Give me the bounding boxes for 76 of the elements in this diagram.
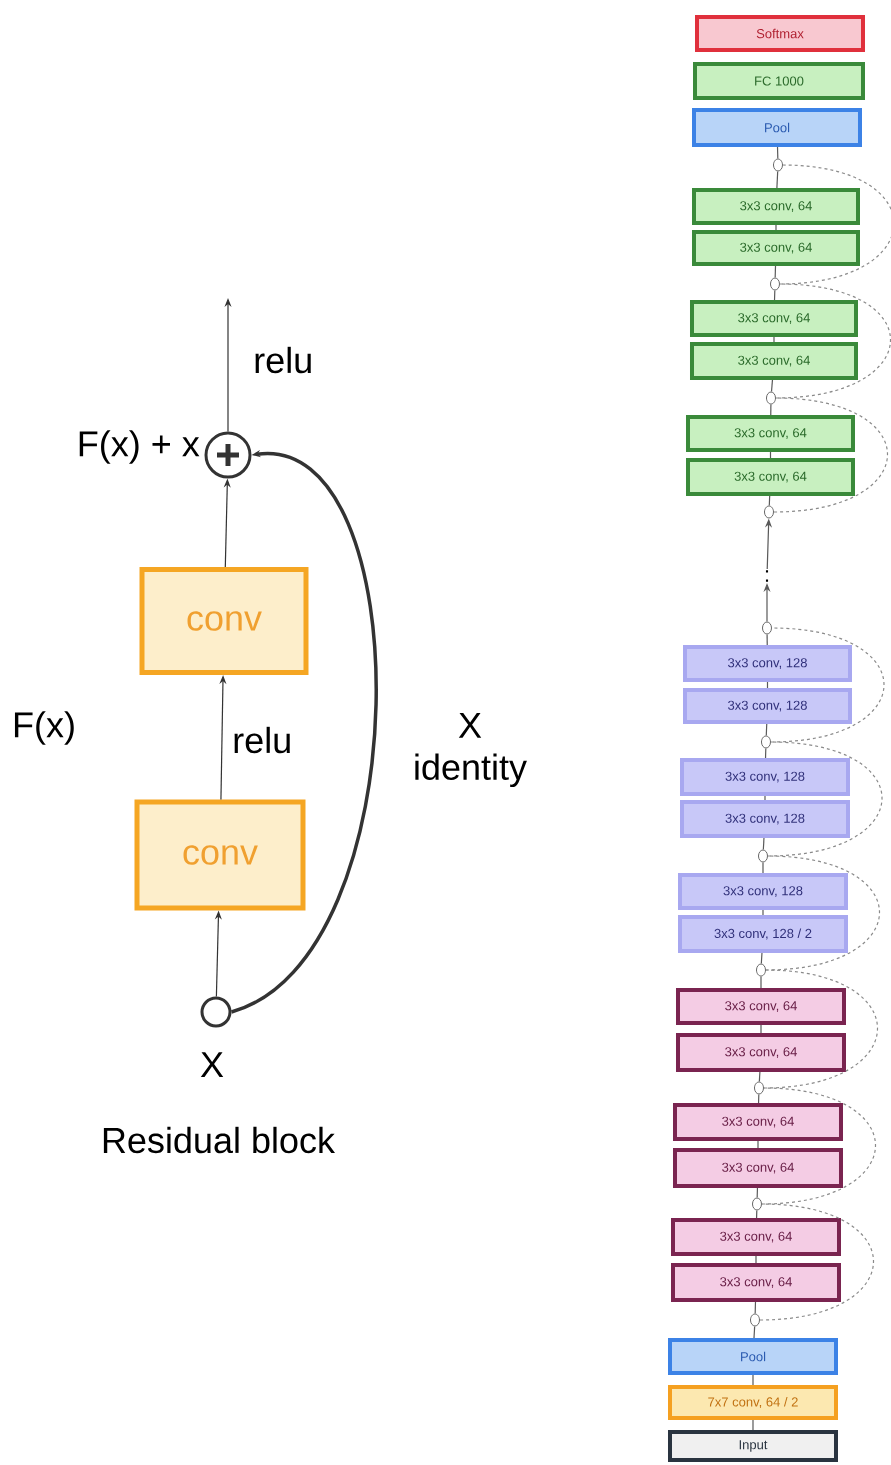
connector-line [760,975,762,989]
node-caption: X [200,1052,224,1077]
connector-line [776,146,779,160]
edge-label: X identity [415,712,527,788]
layer-box: 3x3 conv, 64 [673,1103,843,1141]
layer-box: Pool [668,1338,838,1375]
connector-line [765,723,768,737]
connector-line [768,495,771,507]
connector-line [770,403,772,416]
layer-box: Pool [692,108,862,147]
connector-line [762,837,765,851]
layer-box: 3x3 conv, 128 [680,800,850,838]
node-caption: F(x) + x [79,430,200,464]
connector-line [757,1093,760,1104]
connector-line [779,164,891,285]
layer-box: 3x3 conv, 64 [690,300,858,337]
connector-line [761,1087,877,1205]
layer-box: 3x3 conv, 64 [671,1263,841,1302]
connector-line [770,379,774,393]
layer-box: 3x3 conv, 64 [690,342,858,380]
layer-box: FC 1000 [693,62,865,100]
caption: Residual block [103,1126,335,1154]
connector-line [757,1140,759,1149]
connector-line [776,170,779,189]
layer-box: 3x3 conv, 128 [683,688,852,724]
layer-box: 3x3 conv, 64 [692,188,860,225]
connector-line [762,861,764,874]
connector-line [775,224,777,231]
layer-box: 3x3 conv, 128 [680,758,850,796]
conv-box: conv [139,567,309,675]
edge-label: relu [234,726,290,754]
connector-line [753,1325,756,1339]
sum-circle [204,431,252,479]
connector-line [755,1209,758,1219]
connector-line [764,795,766,801]
connector-line [766,681,769,689]
layer-box: 3x3 conv, 64 [676,988,846,1025]
layer-box: 3x3 conv, 128 / 2 [678,915,848,953]
conv-box: conv [134,799,306,911]
layer-box: 3x3 conv, 128 [683,645,852,682]
connector-line [773,397,889,513]
connector-line [755,1255,757,1264]
input-circle [200,996,232,1028]
connector-line [773,289,776,301]
layer-box: 3x3 conv, 64 [676,1033,846,1072]
ellipsis-text: : [765,570,769,582]
connector-line [756,1187,759,1199]
connector-line [764,747,767,759]
connector-line [773,336,775,343]
connector-line [770,627,885,743]
connector-line [766,633,768,646]
connector-line [765,855,881,971]
connector-line [760,952,763,965]
layer-box: 3x3 conv, 64 [686,458,855,496]
connector-line [760,1024,762,1034]
layer-box: 3x3 conv, 64 [692,230,860,266]
layer-box: 7x7 conv, 64 / 2 [668,1385,838,1420]
connector-line [775,283,891,399]
layer-box: 3x3 conv, 64 [686,415,855,452]
layer-box: Input [668,1430,838,1462]
layer-box: 3x3 conv, 128 [678,873,848,910]
connector-line [758,1071,761,1083]
layer-box: Softmax [695,15,865,52]
connector-line [762,909,764,916]
connector-line [769,451,772,459]
connector-line [759,1203,875,1321]
connector-line [752,1419,754,1431]
connector-line [767,741,883,857]
connector-line [754,1301,757,1315]
connector-line [763,969,879,1089]
edge-label: relu [255,346,311,374]
connector-line [774,265,777,279]
layer-box: 3x3 conv, 64 [671,1218,841,1256]
connector-line [752,1374,754,1386]
side-label: F(x) [14,711,74,745]
layer-box: 3x3 conv, 64 [673,1148,843,1188]
